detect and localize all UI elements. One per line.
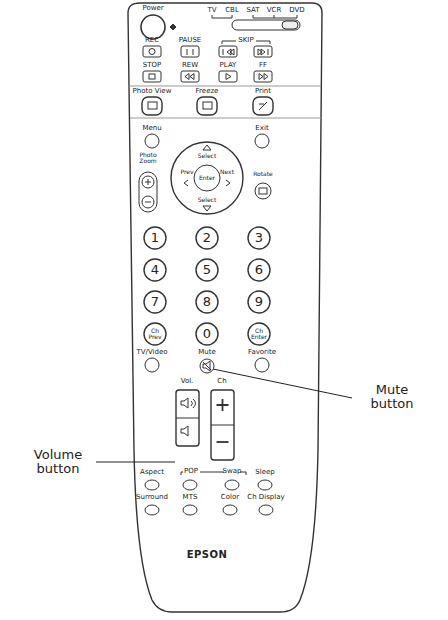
mode-label: TV — [207, 7, 216, 14]
number-label: 2 — [203, 231, 211, 245]
mode-label: CBL — [225, 7, 239, 14]
number-label: 3 — [255, 231, 263, 245]
mode-label: SAT — [246, 7, 259, 14]
brand-logo: EPSON — [187, 550, 228, 561]
button-label: TV/Video — [136, 349, 167, 356]
number-label: 7 — [151, 295, 159, 309]
button-label: REC — [145, 37, 159, 44]
button-label: Aspect — [140, 469, 164, 476]
button-label: PLAY — [220, 62, 237, 69]
number-label: 8 — [203, 295, 211, 309]
button-label: FF — [259, 62, 267, 69]
number-label: 0 — [203, 327, 211, 341]
mode-label: VCR — [267, 7, 282, 14]
number-label: 6 — [255, 263, 263, 277]
number-label: 1 — [151, 231, 159, 245]
number-button — [196, 323, 218, 345]
button-label: MTS — [183, 494, 198, 501]
button-label: Swap — [223, 468, 242, 475]
button-label: POP — [184, 468, 198, 475]
button-label: Ch Enter — [250, 328, 268, 341]
button-label: Enter — [199, 175, 215, 181]
number-button — [144, 227, 166, 249]
callout-label: Mute button — [356, 383, 428, 410]
button-label: Power — [142, 5, 163, 12]
button-label: Print — [255, 88, 271, 95]
button-label: PAUSE — [179, 37, 202, 44]
number-button — [144, 291, 166, 313]
button-label: Sleep — [255, 469, 274, 476]
button-label: Ch Prev — [146, 328, 164, 341]
button-label: Color — [221, 494, 239, 501]
number-button — [144, 259, 166, 281]
button-label: Next — [220, 169, 234, 175]
number-button — [248, 227, 270, 249]
number-label: 4 — [151, 263, 159, 277]
number-button — [196, 259, 218, 281]
number-label: 5 — [203, 263, 211, 277]
number-button — [196, 291, 218, 313]
button-label: Ch — [217, 378, 226, 385]
button-label: Freeze — [196, 88, 219, 95]
button-label: Mute — [198, 349, 216, 356]
button-label: Photo View — [133, 88, 172, 95]
number-button — [248, 259, 270, 281]
button-label: Select — [198, 153, 217, 159]
leader-line — [213, 369, 352, 398]
mode-label: DVD — [289, 7, 304, 14]
button-label: Rotate — [253, 171, 273, 177]
button-label: Prev — [180, 169, 193, 175]
button-label: Surround — [136, 494, 168, 501]
number-button — [144, 323, 166, 345]
number-button — [196, 227, 218, 249]
button-label: STOP — [143, 62, 161, 69]
callout-label: Volume button — [22, 448, 94, 475]
button-label: Favorite — [248, 349, 276, 356]
button-label: Ch Display — [247, 494, 284, 501]
button-label: Select — [198, 197, 217, 203]
button-label: SKIP — [238, 37, 253, 44]
button-label: REW — [182, 62, 198, 69]
button-label: Exit — [255, 125, 268, 132]
button-label: Menu — [142, 125, 161, 132]
number-button — [248, 291, 270, 313]
leader-line — [96, 462, 175, 463]
button-label: Photo Zoom — [135, 152, 161, 165]
button-label: Vol. — [181, 378, 194, 385]
number-label: 9 — [255, 295, 263, 309]
number-button — [248, 323, 270, 345]
